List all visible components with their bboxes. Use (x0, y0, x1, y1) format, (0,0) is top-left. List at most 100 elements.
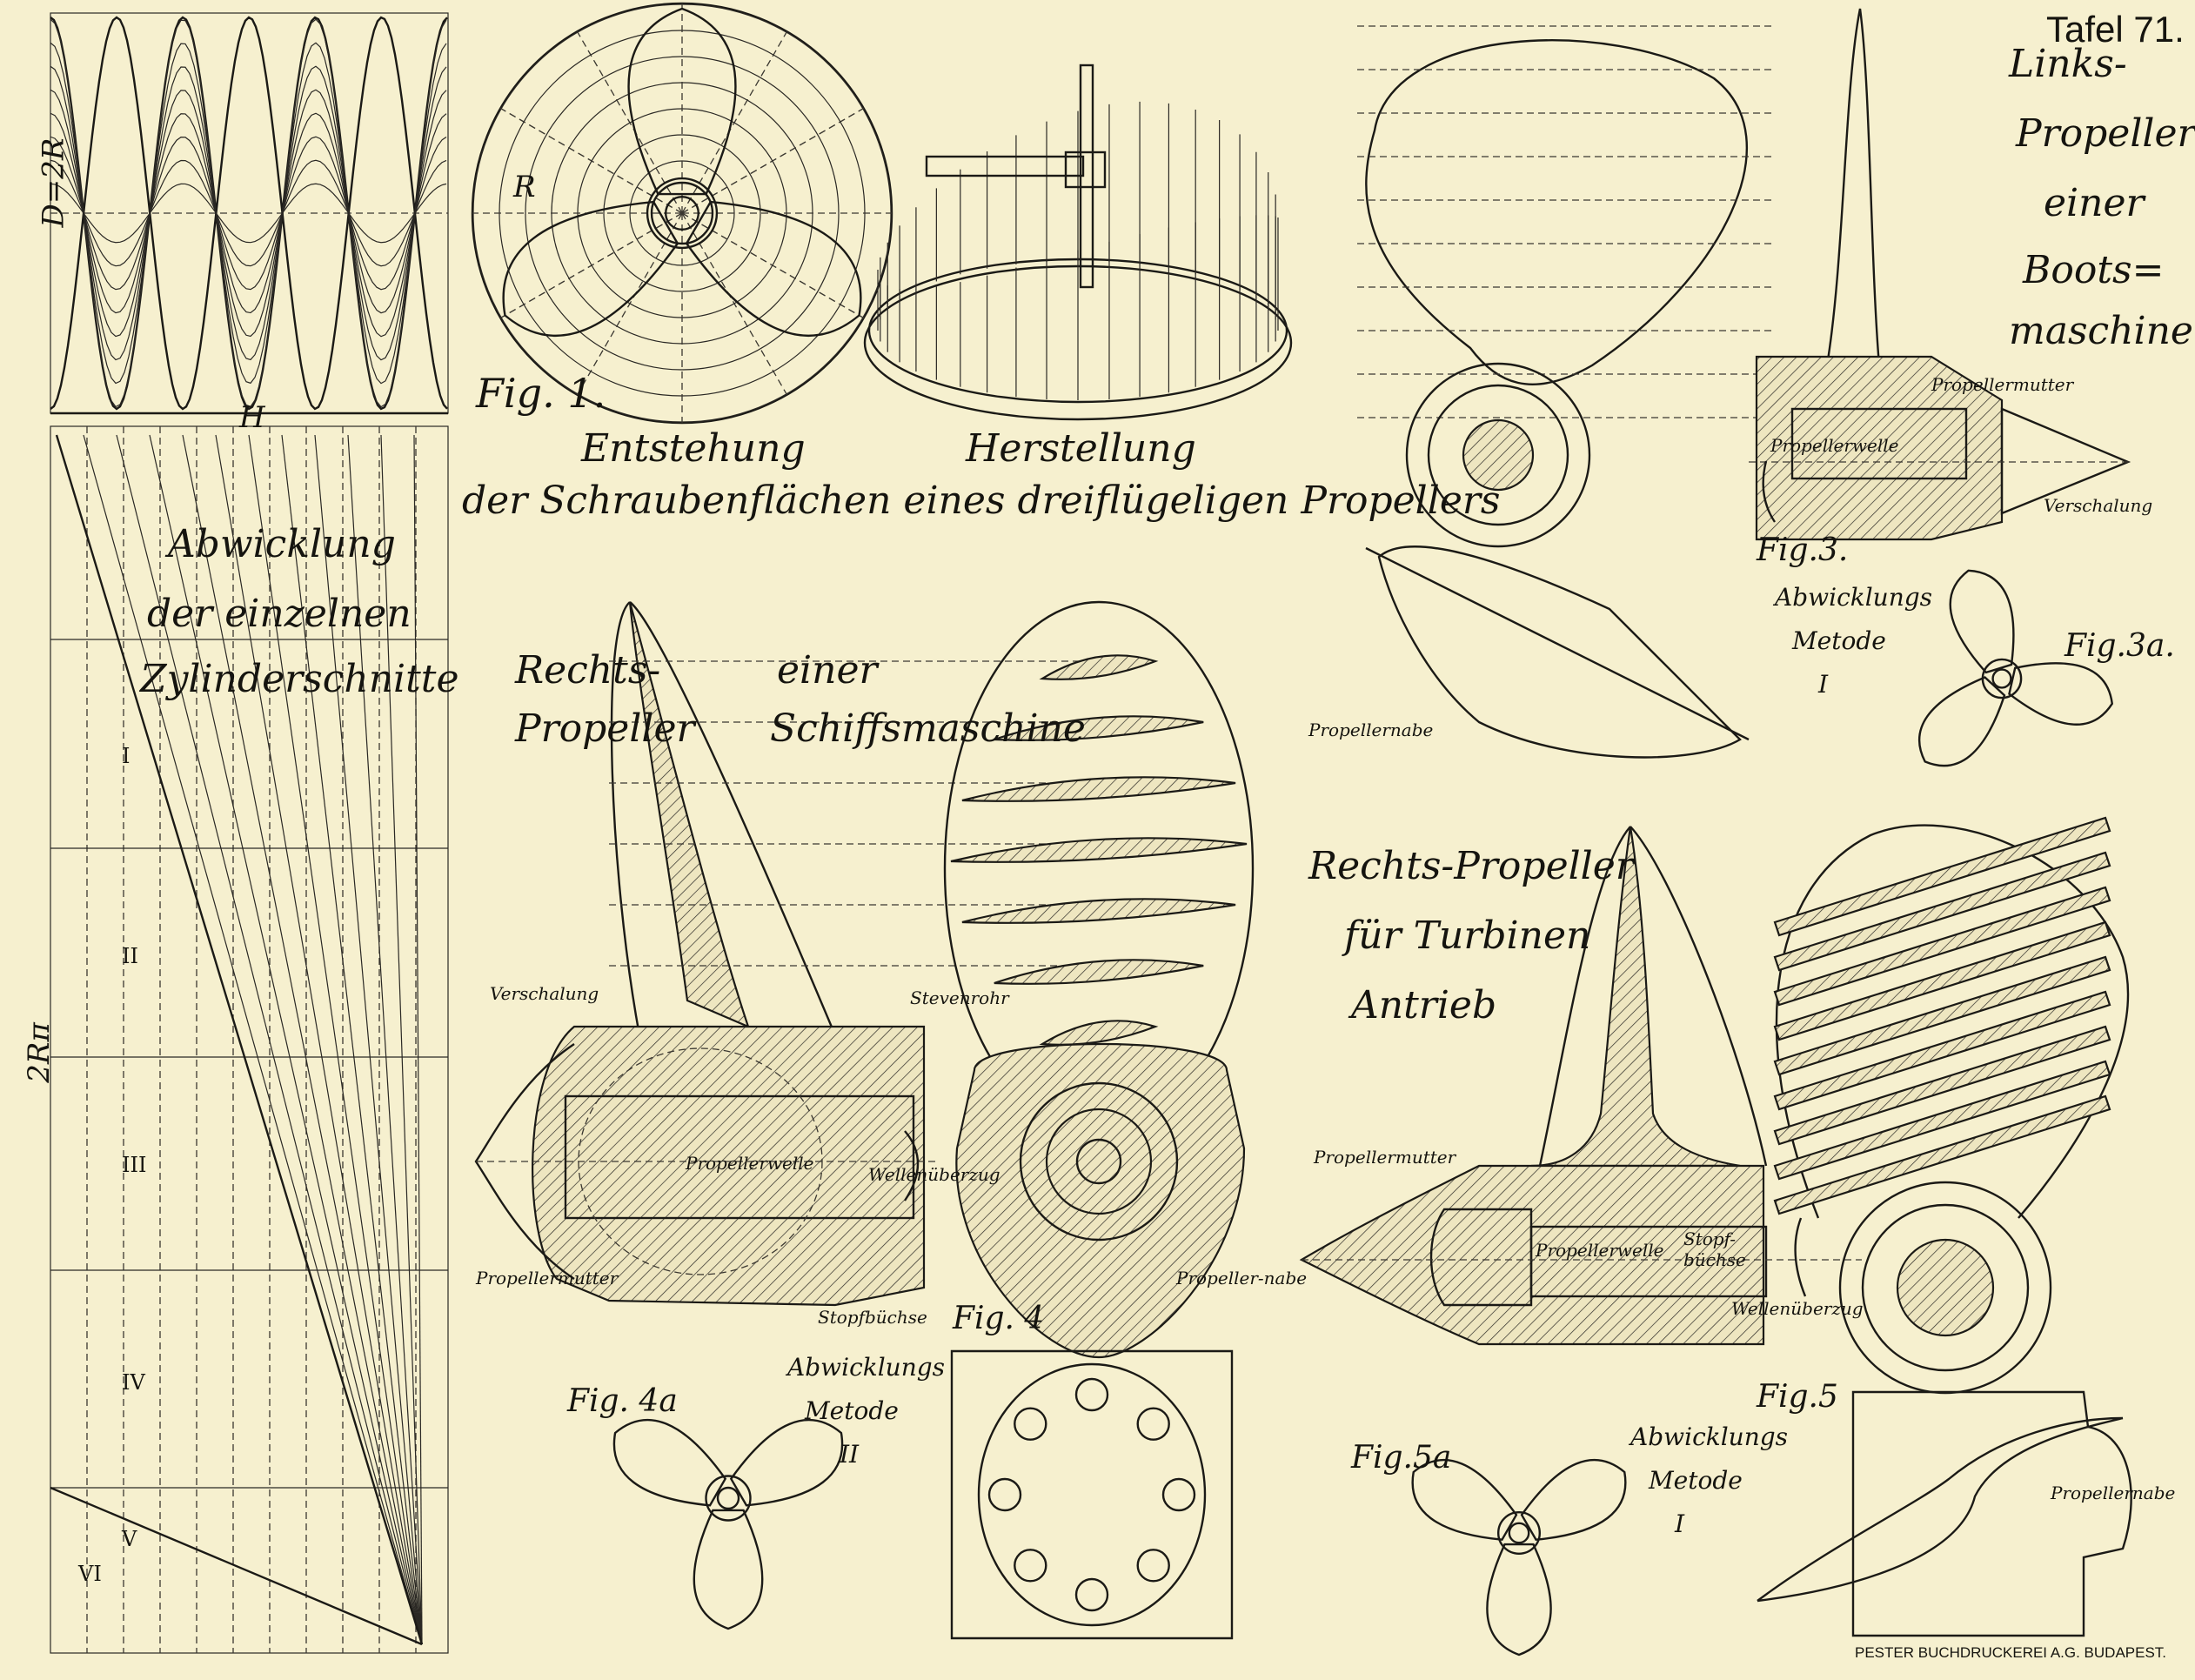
blade-section (1039, 654, 1159, 680)
fig3-propeller (1357, 8, 2131, 759)
fig3a-propeller-blade (1949, 569, 2015, 674)
fig4a-propeller-hub-bore (716, 1486, 740, 1510)
fig3-part-hub: Propellernabe (1308, 720, 1434, 740)
helix-curve (50, 112, 447, 314)
pitch-line (83, 434, 423, 1645)
pitch-line (248, 434, 423, 1645)
fig3-title-1: Links- (2009, 42, 2127, 86)
bolt-hole (1014, 1549, 1047, 1583)
helix-curve (50, 183, 447, 244)
fig4a-propeller-hub (705, 1475, 752, 1522)
fig3a-propeller-blade (2008, 662, 2114, 726)
printer-imprint: PESTER BUCHDRUCKEREI A.G. BUDAPEST. (1855, 1644, 2167, 1661)
blade-section (1773, 851, 2111, 972)
blade-section (1773, 990, 2111, 1111)
fig1-propeller-circle (471, 2, 893, 425)
helix-curve (50, 89, 447, 338)
development-roman-label: VI (78, 1562, 102, 1586)
fig5-label: Fig.5 (1757, 1379, 1838, 1415)
fig4-propeller-section (474, 600, 1255, 1640)
blade-section (1773, 920, 2111, 1041)
radius-ring (603, 134, 761, 292)
pitch-line (281, 434, 423, 1645)
fig1-dim-d: D=2R (36, 137, 71, 228)
blade-section (1773, 816, 2111, 937)
blade-section (1773, 886, 2111, 1007)
fig4-part-fairing: Verschalung (490, 983, 599, 1004)
fig5-propeller (1299, 816, 2132, 1637)
fig4a-label: Fig. 4a (567, 1383, 678, 1419)
fig1-dim-h: H (239, 400, 265, 435)
development-title-3: Zylinderschnitte (140, 657, 459, 701)
fig5-part-hub: Propellernabe (2051, 1483, 2176, 1503)
fig3-method-1: Abwicklungs (1775, 583, 1933, 612)
fig5a-propeller-blade (1411, 1458, 1518, 1541)
blade-section (1773, 1094, 2111, 1215)
fig1-propeller-blade (502, 200, 679, 337)
fig3a-label: Fig.3a. (2065, 628, 2175, 664)
fig1-propeller-hub (646, 177, 719, 250)
pitch-line (347, 434, 423, 1645)
fig1-caption-line: der Schraubenflächen eines dreiflügelige… (462, 479, 1501, 523)
fig5-title-3: Antrieb (1351, 983, 1497, 1027)
blade-section (994, 715, 1204, 741)
fig3-method-2: Metode (1792, 626, 1886, 655)
plate-number: Tafel 71. (2046, 9, 2185, 50)
helix-curve (50, 42, 447, 385)
fig5-part-gland: Stopf-büchse (1683, 1228, 1746, 1270)
blade-section (950, 837, 1248, 863)
helix-curve (50, 136, 447, 291)
fig5-method-1: Abwicklungs (1630, 1422, 1789, 1451)
fig3-part-nut: Propellermutter (1931, 374, 2074, 395)
helix-curve (50, 65, 447, 361)
blade-section (1773, 1025, 2111, 1146)
fig4-title-1: Rechts- (515, 648, 661, 693)
development-dim: 2Rπ (21, 1022, 57, 1083)
fig3-part-fairing: Verschalung (2044, 495, 2153, 516)
fig4-method-3: II (840, 1440, 860, 1469)
fig5-method-3: I (1675, 1509, 1685, 1538)
fig1-caption-entstehung: Entstehung (581, 426, 806, 471)
bolt-hole (1136, 1549, 1170, 1583)
fig1-helicoid-model (863, 64, 1293, 421)
pitch-line (116, 434, 423, 1645)
fig4-part-gland: Stopfbüchse (818, 1307, 927, 1328)
bolt-hole (1161, 1477, 1196, 1512)
development-roman-label: I (122, 744, 130, 768)
pitch-line (182, 434, 423, 1645)
helix-curve (50, 159, 447, 267)
bolt-hole (1074, 1377, 1109, 1412)
radius-ring (525, 56, 840, 371)
fig1-label: Fig. 1. (476, 370, 606, 417)
fig5a-label: Fig.5a (1351, 1440, 1452, 1476)
fig3-title-3: einer (2044, 181, 2145, 225)
fig5-part-nut: Propellermutter (1314, 1147, 1456, 1168)
development-roman-label: V (122, 1527, 137, 1551)
fig5-part-sleeve: Wellenüberzug (1731, 1298, 1864, 1319)
development-roman-label: III (122, 1153, 147, 1177)
fig3-title-5: maschine (2009, 309, 2193, 353)
blade-section (961, 898, 1236, 924)
pitch-line (314, 434, 423, 1645)
pitch-line (149, 434, 423, 1645)
development-title-2: der einzelnen (147, 592, 412, 636)
blade-section (1773, 955, 2111, 1076)
fig5a-propeller-blade (1520, 1458, 1627, 1541)
fig5a-propeller-hub-bore (1508, 1522, 1530, 1544)
blade-section (994, 959, 1204, 985)
fig4-part-hub: Propeller-nabe (1176, 1268, 1308, 1288)
fig4-method-2: Metode (805, 1396, 899, 1425)
fig3-title-4: Boots= (2023, 248, 2165, 292)
development-title-1: Abwicklung (168, 522, 396, 566)
pitch-line (215, 434, 423, 1645)
helix-curve (50, 18, 447, 408)
fig3a-propeller-blade (1917, 676, 2006, 767)
fig5-title-2: für Turbinen (1344, 914, 1591, 958)
pitch-line (380, 434, 423, 1645)
fig1-propeller-hub-bore (665, 195, 700, 231)
fig5-part-shaft: Propellerwelle (1536, 1240, 1664, 1261)
fig5a-propeller-hub (1496, 1510, 1541, 1555)
pitch-line (413, 434, 423, 1645)
